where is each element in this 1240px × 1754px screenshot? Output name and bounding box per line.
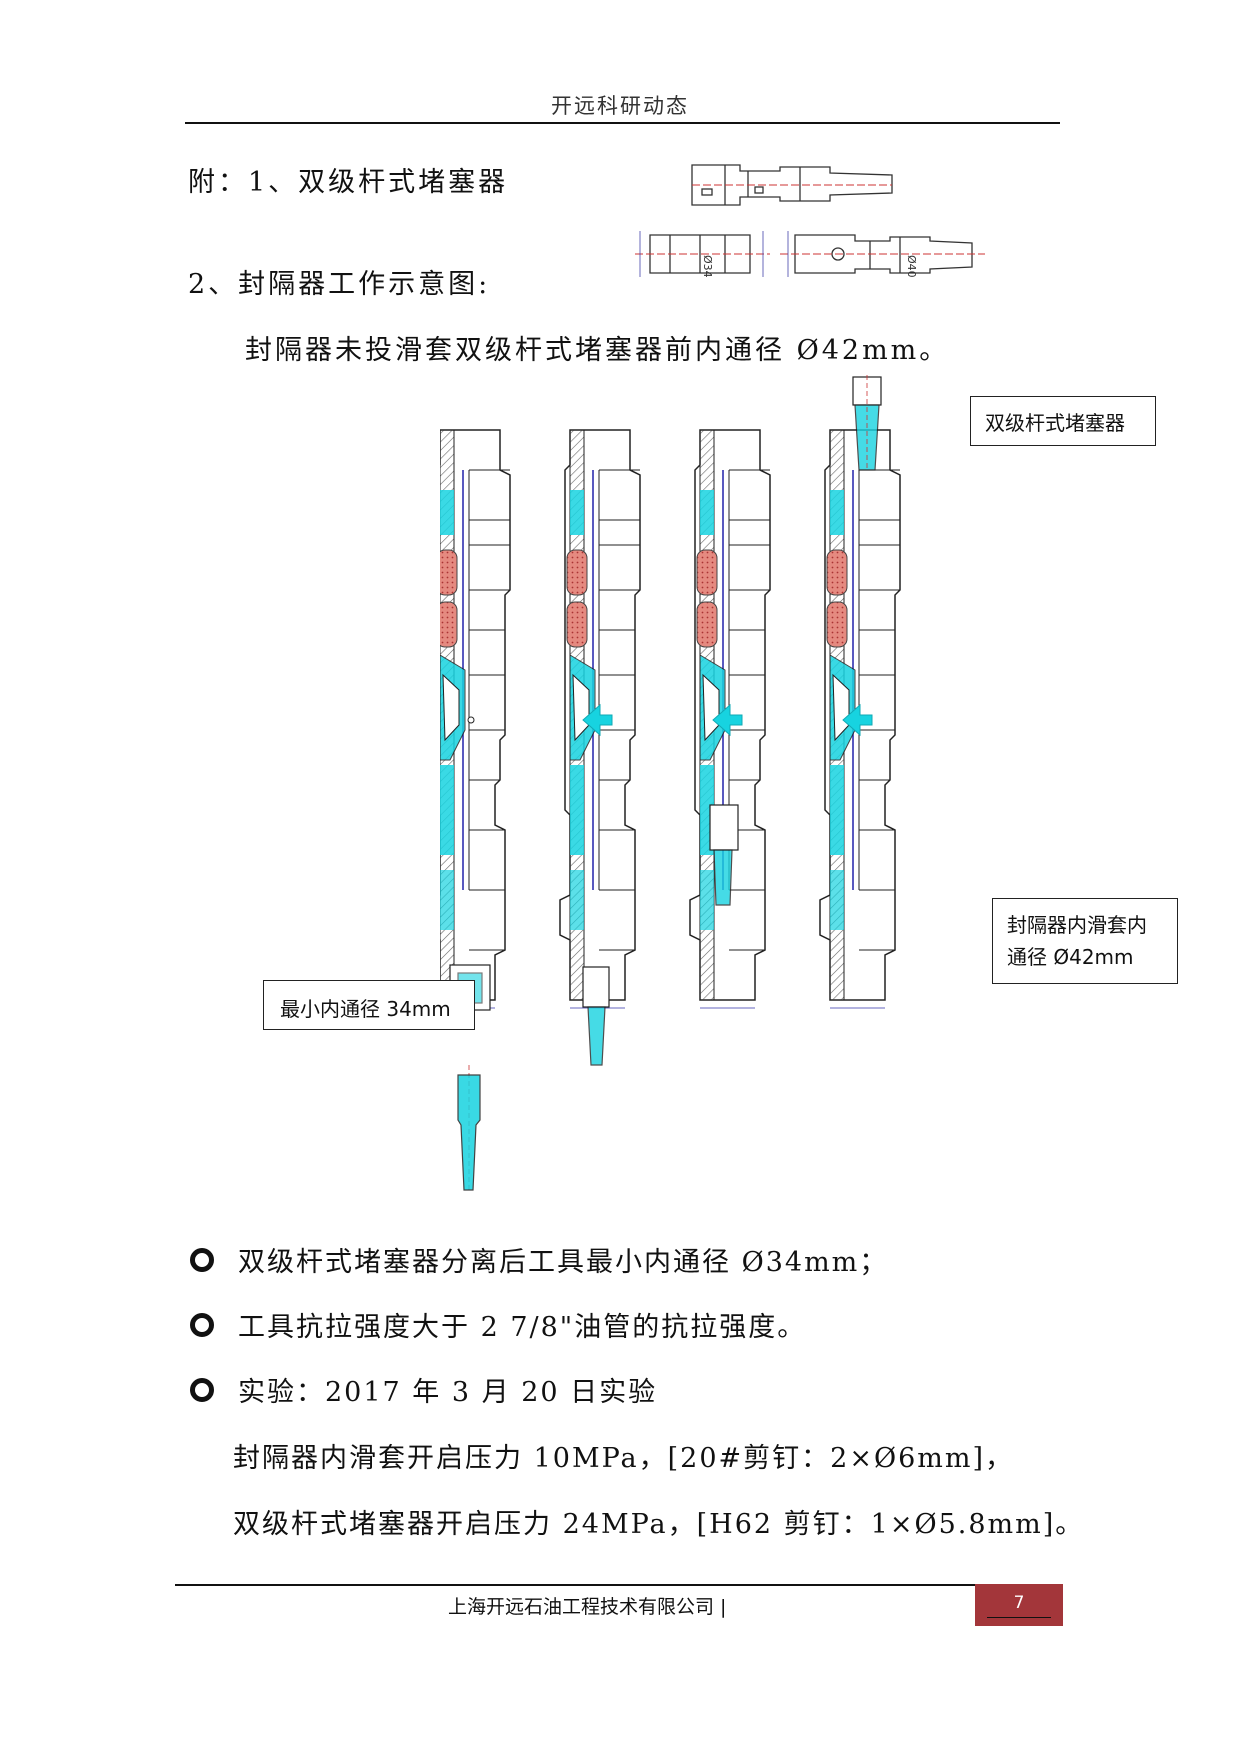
label-sleeve-line2: 通径 Ø42mm <box>1007 945 1134 969</box>
bullet-text: 双级杆式堵塞器分离后工具最小内通径 Ø34mm； <box>238 1247 889 1278</box>
page-number-box: 7 <box>975 1584 1063 1626</box>
bullet-item: 工具抗拉强度大于 2 7/8"油管的抗拉强度。 <box>190 1305 806 1344</box>
bullet-ring-icon <box>190 1377 214 1402</box>
label-min-bore: 最小内通径 34mm <box>263 980 475 1030</box>
page-number-underline <box>987 1617 1051 1618</box>
bullet-ring-icon <box>190 1312 214 1337</box>
test-paragraph-1: 封隔器内滑套开启压力 10MPa，[20#剪钉：2×Ø6mm]， <box>233 1443 1015 1474</box>
packer-diagram <box>440 375 901 1191</box>
footer-rule <box>175 1584 975 1586</box>
label-plug: 双级杆式堵塞器 <box>970 396 1156 446</box>
bullet-text: 实验：2017 年 3 月 20 日实验 <box>238 1377 658 1408</box>
appendix-item-1: 附：1、双级杆式堵塞器 <box>188 167 509 198</box>
footer-company: 上海开远石油工程技术有限公司 | <box>448 1596 727 1618</box>
bullet-item: 双级杆式堵塞器分离后工具最小内通径 Ø34mm； <box>190 1240 888 1279</box>
bullet-item: 实验：2017 年 3 月 20 日实验 <box>190 1370 657 1409</box>
plug-drawings: Ø34 Ø40 <box>635 164 985 278</box>
page-header: 开远科研动态 <box>551 94 689 118</box>
appendix-item-2: 2、封隔器工作示意图: <box>188 269 491 300</box>
bullet-ring-icon <box>190 1247 214 1272</box>
header-rule <box>185 122 1060 124</box>
label-sleeve-line1: 封隔器内滑套内 <box>1007 913 1147 937</box>
intro-text: 封隔器未投滑套双级杆式堵塞器前内通径 Ø42mm。 <box>245 335 950 366</box>
page-number: 7 <box>1013 1593 1025 1613</box>
label-sleeve: 封隔器内滑套内 通径 Ø42mm <box>992 898 1178 984</box>
dim-label-b: Ø40 <box>905 255 918 278</box>
dim-label-a: Ø34 <box>701 255 714 278</box>
test-paragraph-2: 双级杆式堵塞器开启压力 24MPa，[H62 剪钉：1×Ø5.8mm]。 <box>233 1509 1085 1540</box>
bullet-text: 工具抗拉强度大于 2 7/8"油管的抗拉强度。 <box>238 1312 807 1343</box>
